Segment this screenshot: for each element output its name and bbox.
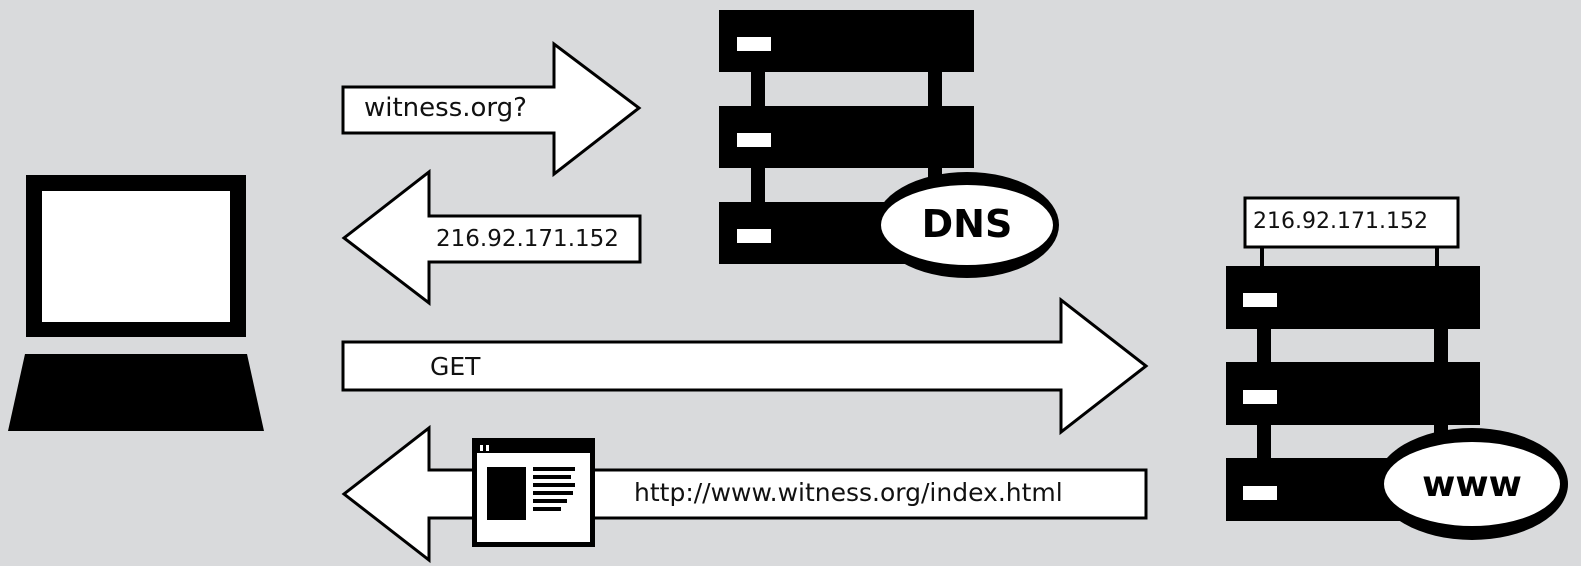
http-get-arrow xyxy=(341,296,1149,436)
dns-badge-label: DNS xyxy=(921,202,1013,246)
http-response-label: http://www.witness.org/index.html xyxy=(634,478,1063,507)
http-get-label: GET xyxy=(430,352,481,381)
http-response-arrow xyxy=(341,424,1148,564)
dns-reply-arrow xyxy=(341,168,642,307)
web-server-icon xyxy=(1226,196,1568,540)
dns-reply-label: 216.92.171.152 xyxy=(436,226,619,252)
web-badge-label: www xyxy=(1422,464,1522,505)
dns-query-arrow xyxy=(341,40,642,178)
web-server-ip-label: 216.92.171.152 xyxy=(1253,209,1428,234)
dns-server-icon xyxy=(719,10,1059,278)
laptop-icon xyxy=(8,175,264,431)
webpage-icon xyxy=(472,438,595,547)
dns-query-label: witness.org? xyxy=(364,93,527,123)
